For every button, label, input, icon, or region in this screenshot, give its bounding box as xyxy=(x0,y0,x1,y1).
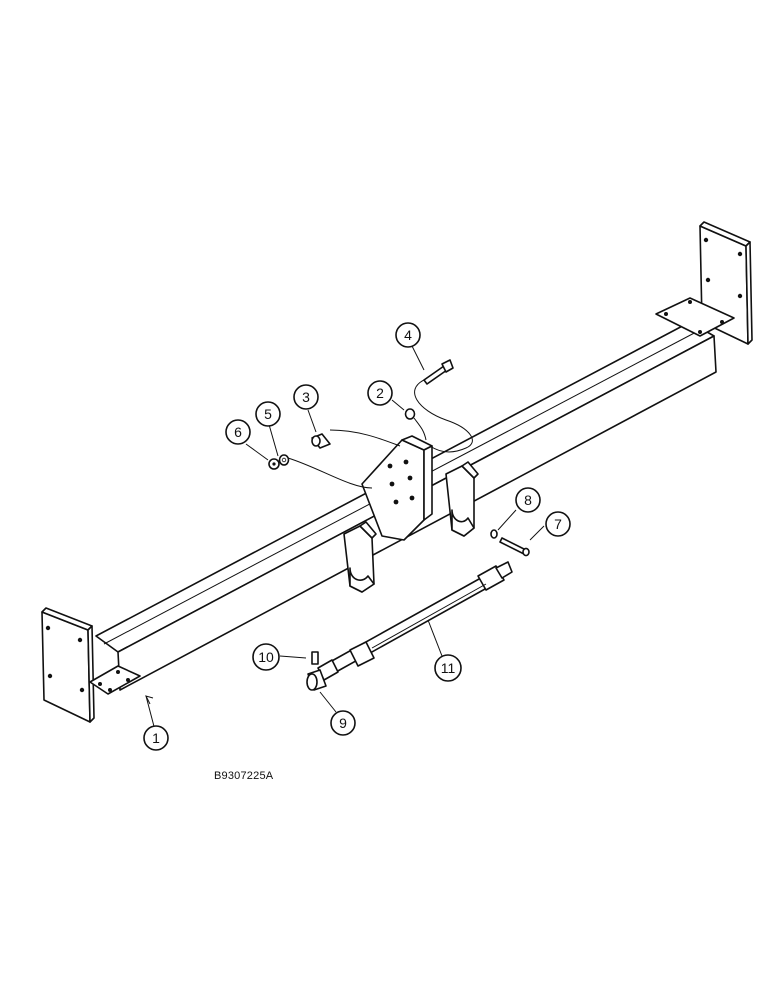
bushing-3 xyxy=(311,433,331,449)
bolt-4 xyxy=(423,359,454,385)
axle-shaft xyxy=(317,561,513,681)
callout-5: 5 xyxy=(255,401,281,427)
svg-text:6: 6 xyxy=(234,424,242,440)
leader-lines xyxy=(145,345,545,735)
callout-2: 2 xyxy=(367,380,393,406)
svg-text:9: 9 xyxy=(339,715,347,731)
svg-text:10: 10 xyxy=(258,649,274,665)
svg-text:2: 2 xyxy=(376,385,384,401)
nut-2 xyxy=(404,408,416,420)
svg-text:3: 3 xyxy=(302,389,310,405)
callout-6: 6 xyxy=(225,419,251,445)
left-axle-bracket xyxy=(343,521,377,593)
nut-6 xyxy=(268,458,280,470)
svg-text:4: 4 xyxy=(404,327,412,343)
callout-7: 7 xyxy=(545,511,571,537)
figure-id: B9307225A xyxy=(214,770,274,782)
pin-7 xyxy=(499,537,530,557)
svg-text:11: 11 xyxy=(441,660,456,676)
svg-text:1: 1 xyxy=(152,730,160,746)
washer-5 xyxy=(278,454,290,466)
collar-9 xyxy=(306,669,327,691)
svg-text:5: 5 xyxy=(264,406,272,422)
roll-pin-10 xyxy=(311,651,319,665)
callout-3: 3 xyxy=(293,384,319,410)
callout-4: 4 xyxy=(395,322,421,348)
right-end-plate xyxy=(655,221,753,345)
callout-11: 11 xyxy=(434,654,462,682)
callout-1: 1 xyxy=(143,725,169,751)
svg-text:8: 8 xyxy=(524,492,532,508)
left-end-plate xyxy=(41,607,141,723)
svg-text:7: 7 xyxy=(554,516,562,532)
callouts: 1 2 3 4 5 6 7 8 xyxy=(143,322,571,751)
center-bracket xyxy=(361,435,433,541)
callout-10: 10 xyxy=(252,643,280,671)
callout-8: 8 xyxy=(515,487,541,513)
callout-9: 9 xyxy=(330,710,356,736)
clip-8 xyxy=(490,529,498,539)
right-axle-bracket xyxy=(445,461,479,537)
